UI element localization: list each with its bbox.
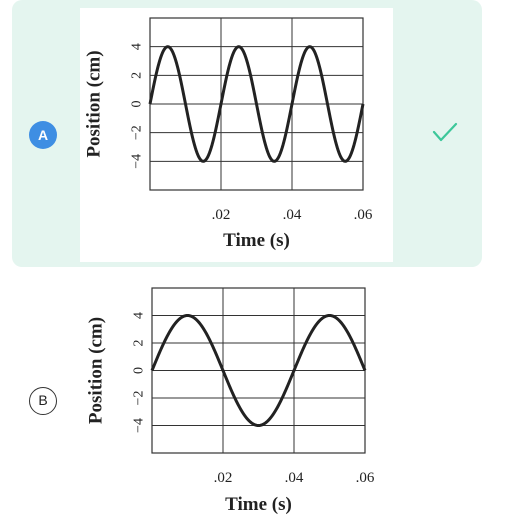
y-tick-label: 2 (130, 72, 145, 79)
y-tick-label: −2 (132, 391, 147, 406)
y-tick-label: −2 (130, 125, 145, 140)
x-tick-label: .06 (354, 207, 373, 223)
x-tick-label: .02 (212, 207, 231, 223)
x-tick-label: .02 (214, 470, 233, 486)
y-tick-label: 0 (130, 101, 145, 108)
x-tick-label: .06 (356, 470, 375, 486)
y-tick-label: 4 (130, 43, 145, 50)
y-tick-label: 2 (132, 340, 147, 347)
y-tick-label: 4 (132, 312, 147, 319)
option-letter-badge-a[interactable]: A (29, 121, 57, 149)
x-tick-label: .04 (283, 207, 302, 223)
x-axis-label: Time (s) (223, 230, 290, 251)
y-tick-label: −4 (132, 418, 147, 433)
option-letter-badge-b[interactable]: B (29, 387, 57, 415)
series-line (150, 314, 367, 427)
x-tick-label: .04 (285, 470, 304, 486)
y-axis-label: Position (cm) (86, 317, 107, 424)
y-tick-label: −4 (130, 154, 145, 169)
y-tick-label: 0 (132, 367, 147, 374)
series-line (148, 45, 365, 163)
x-axis-label: Time (s) (225, 494, 292, 515)
checkmark-icon (432, 122, 458, 142)
y-axis-label: Position (cm) (84, 50, 105, 157)
